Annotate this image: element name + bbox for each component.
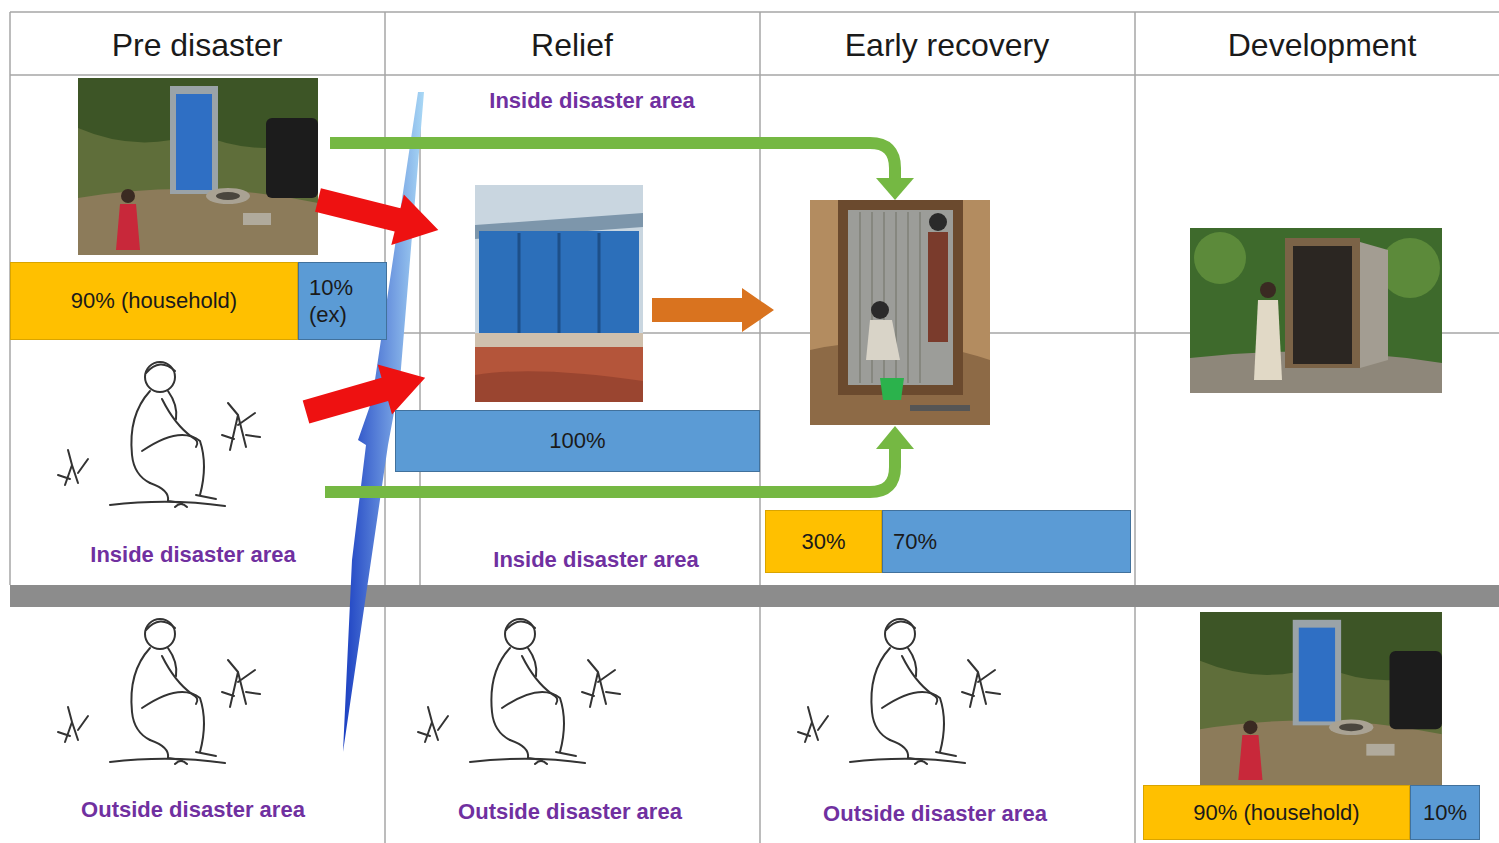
red-arrow: [312, 175, 445, 255]
concrete-base: [475, 333, 643, 347]
area-label: Outside disaster area: [81, 797, 305, 823]
open-door: [1360, 242, 1388, 368]
pipe: [910, 405, 970, 411]
wooden-frame: [838, 200, 963, 395]
share-bar: 90% (household): [1143, 785, 1410, 840]
bar-percentage: 10%: [1421, 799, 1469, 827]
column-header: Early recovery: [845, 26, 1050, 64]
early-recovery-latrine-photo: [810, 200, 990, 425]
latrine-block: [479, 231, 639, 337]
orange-arrow: [652, 288, 774, 332]
bar-percentage: 90% (household): [1154, 799, 1399, 827]
bar-percentage: 30%: [776, 528, 871, 556]
column-header: Development: [1228, 26, 1417, 64]
bar-percentage: 100%: [406, 427, 749, 455]
red-soil: [475, 347, 643, 402]
column-header: Pre disaster: [112, 26, 283, 64]
worker-body: [866, 320, 900, 360]
table-grid: [10, 12, 1499, 843]
bar-percentage: 10% (ex): [309, 274, 376, 329]
latrine-interior: [1293, 246, 1352, 364]
arrow-shape: [652, 288, 774, 332]
worker-head: [871, 301, 889, 319]
open-defecation-sketch: [798, 619, 1000, 764]
separator-band: [10, 585, 1499, 607]
latrine-frame: [1285, 238, 1360, 368]
open-defecation-sketch: [58, 619, 260, 764]
person-body: [928, 232, 948, 342]
corrugated-wall: [848, 210, 953, 385]
area-label: Inside disaster area: [90, 542, 295, 568]
column-header: Relief: [531, 26, 613, 64]
foliage-background: [1190, 228, 1442, 393]
arrow-shape: [312, 175, 445, 255]
area-label: Inside disaster area: [493, 547, 698, 573]
development-latrine-photo: [1190, 228, 1442, 393]
area-label: Outside disaster area: [458, 799, 682, 825]
household-latrine-photo: [1200, 612, 1442, 785]
person-head: [1260, 282, 1276, 298]
share-bar: 90% (household): [10, 262, 298, 340]
open-defecation-sketch: [58, 362, 260, 507]
area-label: Inside disaster area: [489, 88, 694, 114]
corrugation: [860, 212, 920, 383]
foliage: [1380, 238, 1440, 298]
area-label: Outside disaster area: [823, 801, 1047, 827]
green-arrow: [330, 143, 895, 180]
household-latrine-photo: [78, 78, 318, 255]
soil-shade: [475, 371, 643, 402]
share-bar: 100%: [395, 410, 760, 472]
person-body: [1254, 300, 1282, 380]
green-arrowhead: [876, 426, 914, 449]
share-bar: 70%: [882, 510, 1131, 573]
share-bar: 10% (ex): [298, 262, 387, 340]
soil-background: [810, 200, 990, 425]
cubicle-dividers: [519, 233, 599, 335]
foliage: [1194, 232, 1246, 284]
sky: [475, 185, 643, 402]
share-bar: 30%: [765, 510, 882, 573]
bar-percentage: 70%: [893, 528, 1120, 556]
green-bucket: [880, 378, 904, 400]
relief-latrine-photo: [475, 185, 643, 402]
bar-percentage: 90% (household): [21, 287, 287, 315]
open-defecation-sketch: [418, 619, 620, 764]
share-bar: 10%: [1410, 785, 1480, 840]
person-head: [929, 213, 947, 231]
green-arrowhead: [876, 178, 914, 200]
